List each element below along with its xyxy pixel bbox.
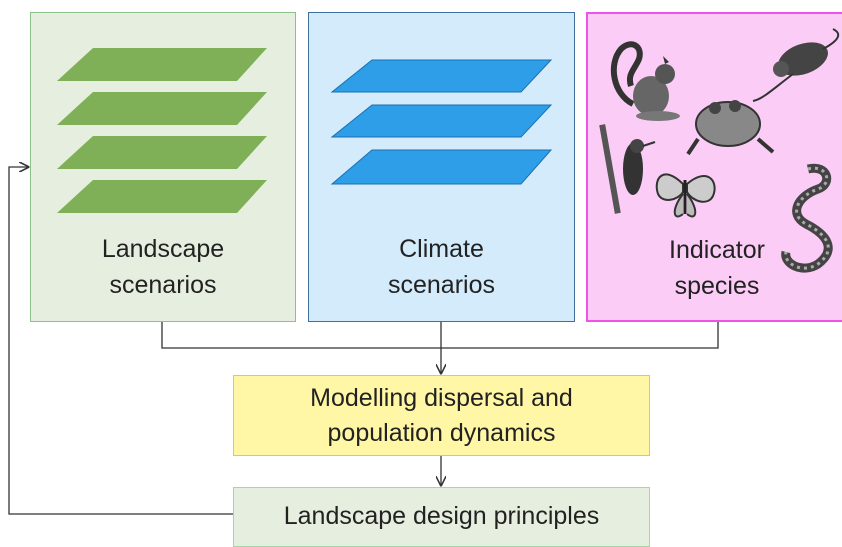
climate-scenarios-box: Climate scenarios [308, 12, 575, 322]
landscape-layer [57, 92, 267, 125]
design-principles-label: Landscape design principles [283, 502, 600, 530]
landscape-scenarios-box: Landscape scenarios [30, 12, 296, 322]
butterfly-icon [655, 173, 716, 218]
indicator-species-box: Indicator species [586, 12, 842, 322]
climate-scenarios-label: Climate scenarios [388, 235, 495, 299]
modelling-box: Modelling dispersal and population dynam… [233, 375, 650, 456]
landscape-scenarios-label: Landscape scenarios [101, 235, 225, 299]
squirrel-icon [610, 41, 680, 121]
snake-icon [781, 163, 833, 273]
landscape-layer [57, 180, 267, 213]
climate-layer [330, 149, 553, 185]
feedback-arrow [8, 167, 233, 515]
rat-icon [752, 28, 840, 102]
climate-layer [330, 104, 553, 138]
modelling-label: Modelling dispersal and population dynam… [310, 384, 573, 447]
connector-lines [8, 0, 719, 515]
woodpecker-icon [599, 124, 656, 214]
design-principles-box: Landscape design principles [233, 487, 650, 547]
landscape-layer [57, 136, 267, 169]
frog-icon [686, 100, 775, 156]
merge-connector [161, 322, 719, 349]
climate-layer [330, 59, 553, 93]
landscape-layer [57, 48, 267, 81]
landscape-layers-icon [57, 48, 267, 213]
indicator-species-label: Indicator species [669, 236, 765, 300]
species-illustrations [599, 28, 840, 273]
climate-layers-icon [330, 59, 553, 185]
